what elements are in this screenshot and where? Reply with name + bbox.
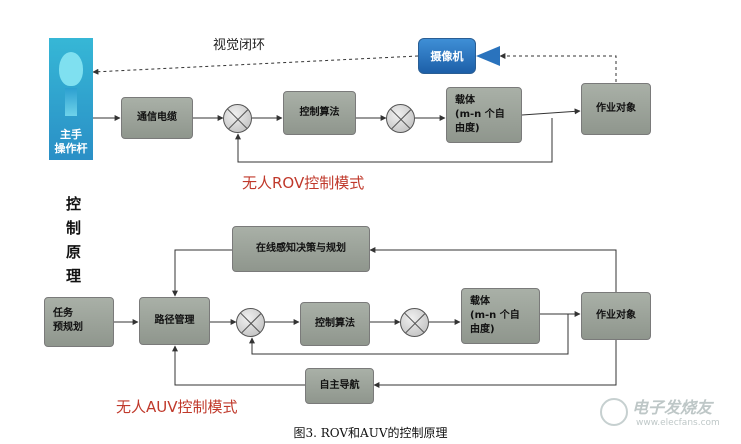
figure-caption: 图3. ROV和AUV的控制原理: [293, 426, 448, 440]
work-object-box-2: 作业对象: [581, 292, 651, 340]
auv-mode-label: 无人AUV控制模式: [116, 398, 238, 416]
summing-junction-auv-1: [236, 308, 265, 337]
path-management-box: 路径管理: [139, 297, 210, 345]
operator-figure: 主手 操作杆: [49, 38, 93, 160]
rov-inner-feedback: [235, 118, 553, 163]
auto-navigation-box: 自主导航: [305, 368, 374, 404]
camera-label: 摄像机: [418, 38, 476, 74]
auv-object-to-nav: [373, 340, 617, 388]
operator-neck: [65, 88, 77, 116]
operator-label-1: 主手: [60, 128, 82, 141]
operator-head-icon: [59, 52, 83, 86]
operator-label-2: 操作杆: [54, 142, 88, 155]
carrier-box-2: 载体 (m-n 个自 由度): [461, 288, 540, 344]
watermark-url: www.elecfans.com: [636, 418, 720, 428]
visual-loop-feedback: [499, 53, 617, 82]
carrier-box: 载体 (m-n 个自 由度): [446, 87, 522, 143]
auv-object-to-decision: [369, 247, 617, 292]
camera-lens: [476, 46, 500, 66]
auv-nav-to-path: [172, 345, 305, 386]
summing-junction-rov-2: [386, 104, 415, 133]
work-object-box: 作业对象: [581, 83, 651, 135]
vertical-title: 控制原理: [66, 195, 82, 285]
comm-cable-box: 通信电缆: [121, 97, 193, 139]
visual-loop-label: 视觉闭环: [213, 38, 266, 53]
camera-icon: 摄像机: [418, 34, 500, 78]
auv-decision-to-path: [172, 249, 232, 297]
task-planning-box: 任务 预规划: [44, 297, 114, 347]
online-decision-box: 在线感知决策与规划: [232, 226, 370, 272]
summing-junction-auv-2: [400, 308, 429, 337]
watermark: 电子发烧友 www.elecfans.com: [600, 392, 735, 436]
arrow-carrier-object: [521, 108, 581, 116]
watermark-logo-icon: [600, 398, 628, 426]
watermark-title: 电子发烧友: [632, 398, 713, 417]
control-algo-box-2: 控制算法: [300, 302, 370, 346]
visual-loop-dashed: [92, 55, 419, 75]
auv-inner-feedback: [249, 314, 569, 355]
rov-mode-label: 无人ROV控制模式: [242, 174, 365, 192]
control-algo-box: 控制算法: [283, 91, 356, 135]
summing-junction-rov-1: [223, 104, 252, 133]
